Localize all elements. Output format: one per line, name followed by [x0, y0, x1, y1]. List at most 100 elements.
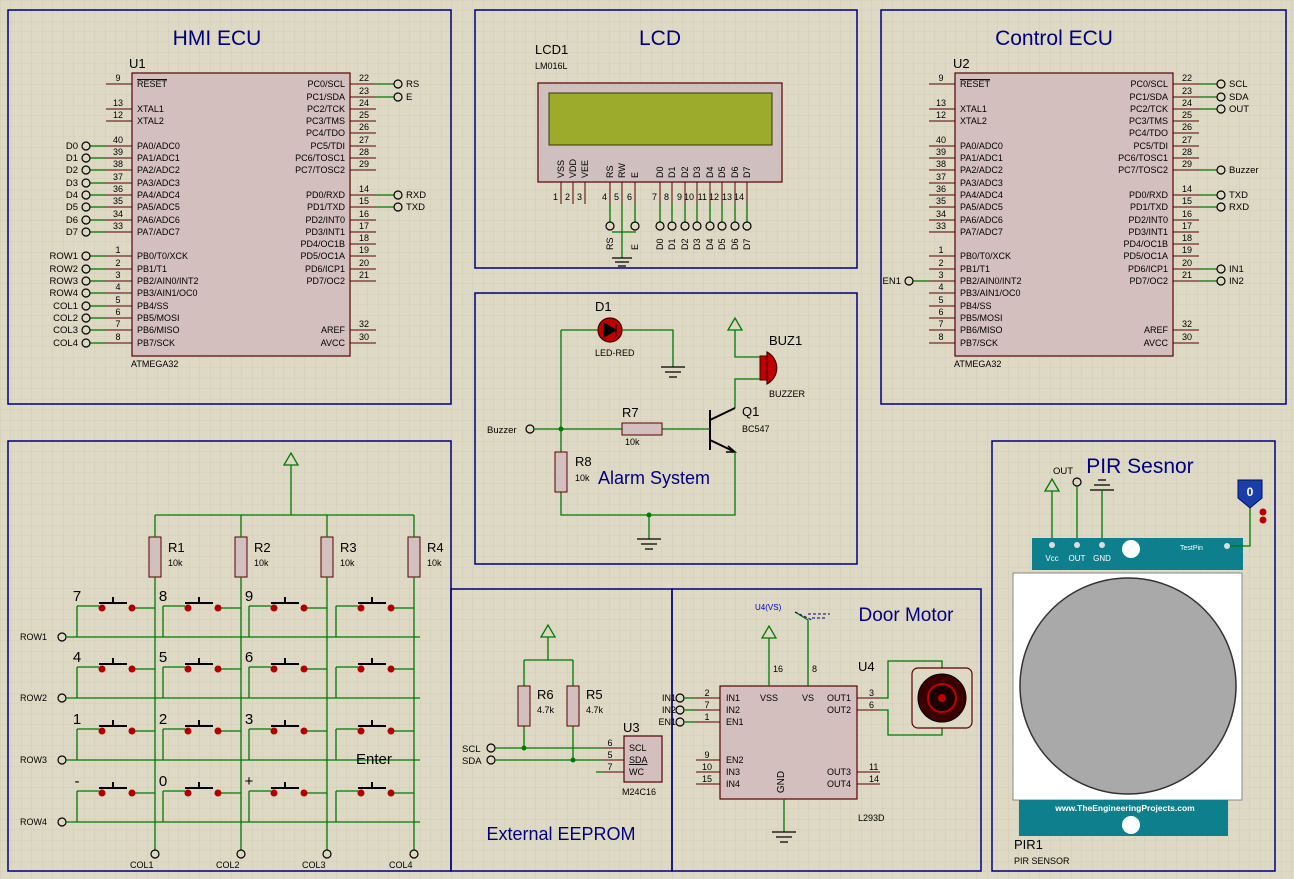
- u1-pin-num: 4: [115, 282, 120, 292]
- u2-pin-name: PB6/MISO: [960, 325, 1003, 335]
- lcd-net-terminal[interactable]: [730, 221, 740, 231]
- u2-pin-name: PD2/INT0: [1128, 215, 1168, 225]
- u1-net-terminal[interactable]: [81, 264, 91, 274]
- u4-pin-name: IN4: [726, 779, 740, 789]
- lcd-pin-num: 1: [553, 192, 558, 202]
- u1-net-terminal[interactable]: [393, 202, 403, 212]
- u1-net-terminal[interactable]: [81, 325, 91, 335]
- u1-net-terminal[interactable]: [393, 92, 403, 102]
- keypad-column-terminal[interactable]: [322, 849, 332, 859]
- u1-net-terminal[interactable]: [393, 190, 403, 200]
- u1-pin-num: 17: [359, 221, 369, 231]
- lcd-net-label: E: [630, 244, 640, 250]
- keypad-switch-contact: [98, 665, 106, 673]
- keypad-switch-contact: [98, 789, 106, 797]
- u2-pin-name: PD3/INT1: [1128, 227, 1168, 237]
- u2-pin-num: 2: [938, 258, 943, 268]
- u4-pin-num: 10: [702, 762, 712, 772]
- u1-net-terminal[interactable]: [81, 251, 91, 261]
- keypad-switch-contact: [387, 727, 395, 735]
- u1-pin-name: XTAL2: [137, 116, 164, 126]
- u1-pin-name: PD5/OC1A: [300, 251, 345, 261]
- keypad-column-terminal[interactable]: [236, 849, 246, 859]
- u1-net-terminal[interactable]: [393, 79, 403, 89]
- u1-net-terminal[interactable]: [81, 227, 91, 237]
- u1-net-terminal[interactable]: [81, 276, 91, 286]
- lcd-net-label: D2: [680, 238, 690, 250]
- lcd-net-terminal[interactable]: [742, 221, 752, 231]
- lcd-net-terminal[interactable]: [667, 221, 677, 231]
- u2-net-terminal[interactable]: [1216, 165, 1226, 175]
- u4-gnd-name: GND: [776, 771, 787, 793]
- u1-pin-name: PA6/ADC6: [137, 215, 180, 225]
- u2-net-label: RXD: [1229, 202, 1249, 213]
- u1-net-terminal[interactable]: [81, 338, 91, 348]
- u1-net-terminal[interactable]: [81, 202, 91, 212]
- u2-net-terminal[interactable]: [1216, 276, 1226, 286]
- u2-net-terminal[interactable]: [1216, 202, 1226, 212]
- u2-pin-num: 5: [938, 295, 943, 305]
- u1-net-label: D7: [66, 227, 78, 238]
- u1-pin-name: PA0/ADC0: [137, 141, 180, 151]
- u3-pin-name: WC: [629, 767, 644, 777]
- lcd-net-terminal[interactable]: [680, 221, 690, 231]
- u2-pin-num: 19: [1182, 245, 1192, 255]
- u2-pin-name: RESET: [960, 79, 991, 89]
- keypad-column-terminal[interactable]: [409, 849, 419, 859]
- u1-pin-name: PB2/AIN0/INT2: [137, 276, 199, 286]
- r8-body: [554, 451, 568, 493]
- u1-pin-name: PA4/ADC4: [137, 190, 180, 200]
- lcd-net-terminal[interactable]: [717, 221, 727, 231]
- u4-pin-num: 1: [704, 712, 709, 722]
- u2-net-terminal[interactable]: [1216, 92, 1226, 102]
- pir-footer-board: [1019, 800, 1228, 836]
- u2-net-terminal[interactable]: [904, 276, 914, 286]
- u1-pin-name: PC6/TOSC1: [295, 153, 345, 163]
- u1-net-terminal[interactable]: [81, 190, 91, 200]
- lcd-net-terminal[interactable]: [655, 221, 665, 231]
- lcd-net-terminal[interactable]: [605, 221, 615, 231]
- u4-pin-name: VS: [802, 693, 814, 703]
- r6-body: [517, 685, 531, 727]
- lcd-part: LM016L: [535, 61, 568, 71]
- u2-net-terminal[interactable]: [1216, 190, 1226, 200]
- u2-net-terminal[interactable]: [1216, 79, 1226, 89]
- u1-net-terminal[interactable]: [81, 153, 91, 163]
- u1-net-terminal[interactable]: [81, 313, 91, 323]
- lcd-net-terminal[interactable]: [630, 221, 640, 231]
- lcd-pin-name: D7: [742, 166, 752, 178]
- keypad-switch-contact: [357, 789, 365, 797]
- u1-net-terminal[interactable]: [81, 141, 91, 151]
- eeprom-pullup-wires: [523, 637, 574, 760]
- u1-net-terminal[interactable]: [81, 288, 91, 298]
- u3-pin-num: 7: [607, 762, 612, 772]
- u1-net-terminal[interactable]: [81, 178, 91, 188]
- pir-out-label: OUT: [1053, 466, 1073, 477]
- u1-net-label: ROW1: [50, 251, 79, 262]
- u1-pin-num: 12: [113, 110, 123, 120]
- u1-net-terminal[interactable]: [81, 165, 91, 175]
- lcd-pin-name: D0: [655, 166, 665, 178]
- u2-pin-name: PD5/OC1A: [1123, 251, 1168, 261]
- keypad-resistor-body: [407, 536, 421, 578]
- u4-body: [719, 685, 858, 800]
- u2-net-terminal[interactable]: [1216, 104, 1226, 114]
- u1-pin-name: AREF: [321, 325, 346, 335]
- keypad-row-label: ROW4: [20, 817, 47, 827]
- lcd-net-terminal[interactable]: [692, 221, 702, 231]
- u2-net-terminal[interactable]: [1216, 264, 1226, 274]
- u1-pin-name: PD1/TXD: [307, 202, 346, 212]
- motor-output-wires: [880, 660, 943, 736]
- pir-part: PIR SENSOR: [1014, 856, 1070, 866]
- u1-net-terminal[interactable]: [81, 215, 91, 225]
- u1-net-terminal[interactable]: [81, 301, 91, 311]
- u2-net-label: TXD: [1229, 190, 1248, 201]
- lcd-pin-name: VSS: [556, 160, 566, 178]
- keypad-column-terminal[interactable]: [150, 849, 160, 859]
- keypad-switch-plunger: [99, 720, 127, 727]
- lcd-net-terminal[interactable]: [705, 221, 715, 231]
- u1-pin-name: PC4/TDO: [306, 128, 345, 138]
